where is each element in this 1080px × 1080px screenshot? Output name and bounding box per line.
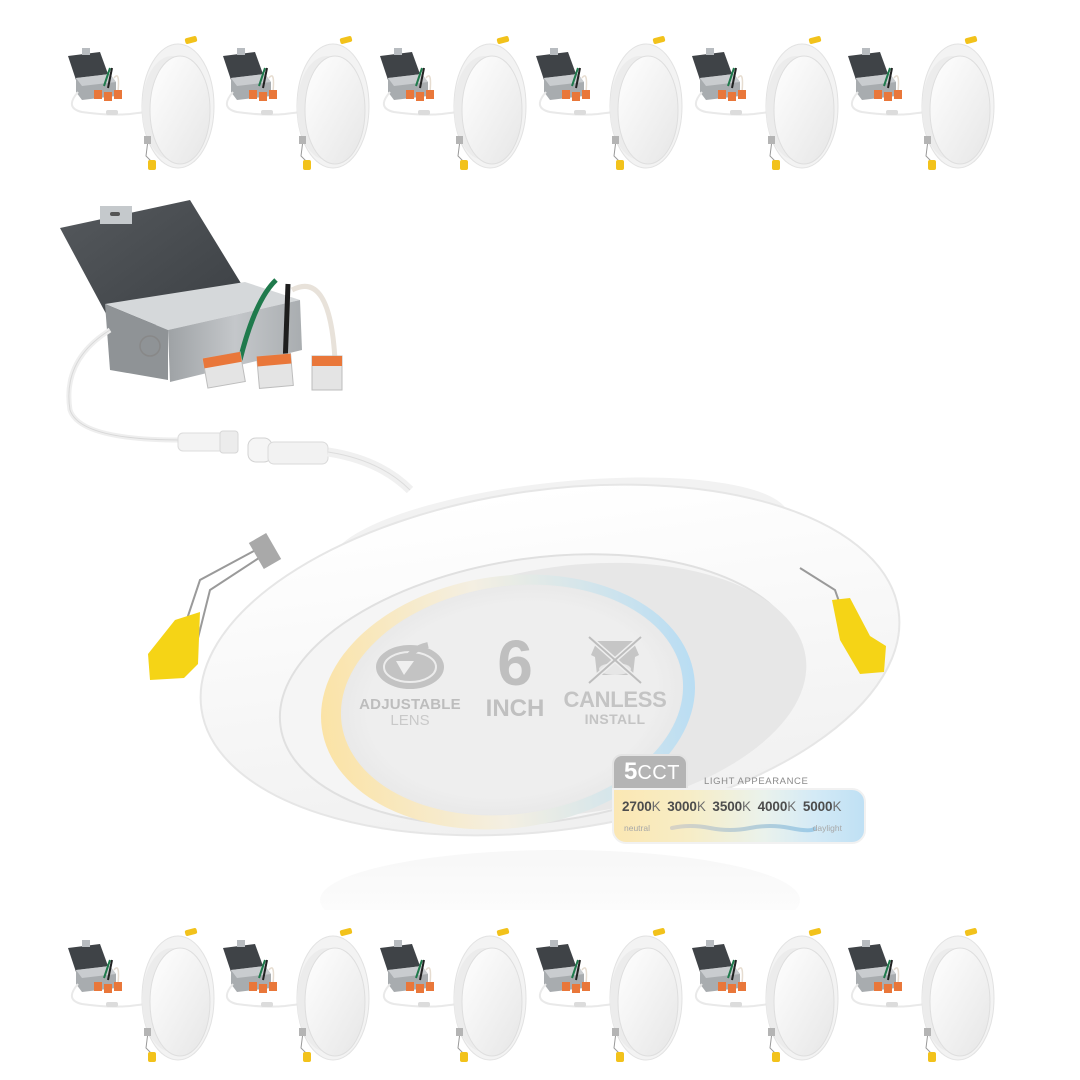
downlight-illustration <box>60 200 901 910</box>
thumbnail-downlight-kit <box>372 926 532 1066</box>
thumbnail-downlight-kit <box>684 926 844 1066</box>
thumbnail-downlight-kit <box>60 926 220 1066</box>
wago-connector <box>202 351 246 389</box>
thumbnail-row-top <box>60 34 1020 174</box>
thumbnail-downlight-kit <box>372 34 532 174</box>
thumbnail-downlight-kit <box>528 34 688 174</box>
thumbnail-downlight-kit <box>840 34 1000 174</box>
hero-product-image: ADJUSTABLE LENS 6 INCH CANLESS INSTALL 5… <box>0 190 1080 910</box>
thumbnail-downlight-kit <box>840 926 1000 1066</box>
thumbnail-downlight-kit <box>215 926 375 1066</box>
thumbnail-downlight-kit <box>215 34 375 174</box>
spring-clip-left <box>148 533 282 680</box>
junction-box <box>60 200 343 443</box>
thumbnail-downlight-kit <box>528 926 688 1066</box>
thumbnail-downlight-kit <box>60 34 220 174</box>
quick-connector <box>177 430 414 494</box>
thumbnail-downlight-kit <box>684 34 844 174</box>
spring-clip-right <box>799 567 886 674</box>
wago-connector <box>256 353 294 389</box>
thumbnail-row-bottom <box>60 926 1020 1066</box>
wago-connector <box>311 355 343 391</box>
